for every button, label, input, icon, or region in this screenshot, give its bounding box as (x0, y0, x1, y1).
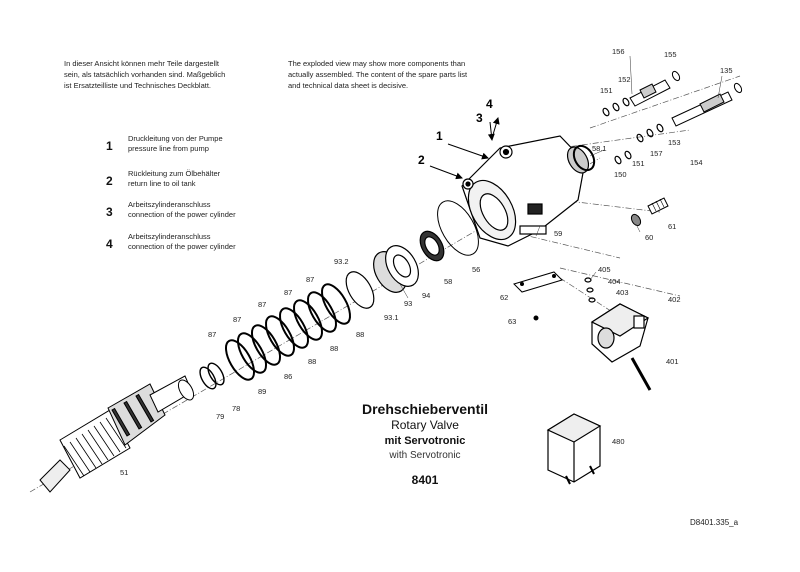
part-label: 58 (444, 277, 452, 286)
note-english: The exploded view may show more componen… (288, 58, 467, 91)
input-shaft-pinion (39, 375, 195, 493)
bearing-93 (345, 230, 445, 309)
subtitle-german: mit Servotronic (384, 435, 466, 447)
part-label: 87 (284, 288, 292, 297)
part-label: 404 (608, 277, 621, 286)
part-label: 88 (356, 330, 364, 339)
note-de-line-1: In dieser Ansicht können mehr Teile darg… (64, 59, 219, 68)
part-label: 405 (598, 265, 611, 274)
part-label: 56 (472, 265, 480, 274)
arrow-label-4: 4 (486, 97, 493, 111)
part-label: 154 (690, 158, 703, 167)
part-label: 156 (612, 47, 625, 56)
part-label: 62 (500, 293, 508, 302)
part-label: 88 (330, 344, 338, 353)
note-en-line-1: The exploded view may show more componen… (288, 59, 466, 68)
arrow-label-3: 3 (476, 111, 483, 125)
part-label: 59 (554, 229, 562, 238)
servotronic-valve-402 (590, 303, 650, 363)
part-label: 155 (664, 50, 677, 59)
legend-text-de: Rückleitung zum Ölbehälter (128, 169, 221, 178)
part-label: 93 (404, 299, 412, 308)
part-label: 51 (120, 468, 128, 477)
title-english: Rotary Valve (391, 418, 459, 432)
part-label: 151 (600, 86, 613, 95)
part-label: 63 (508, 317, 516, 326)
part-label: 402 (668, 295, 681, 304)
legend-text-de: Druckleitung von der Pumpe (128, 134, 223, 143)
part-label: 93.2 (334, 257, 349, 266)
arrow-2 (429, 165, 463, 180)
part-label: 87 (208, 330, 216, 339)
screw-61 (630, 197, 669, 227)
subtitle-english: with Servotronic (389, 450, 461, 461)
legend-text-de: Arbeitszylinderanschluss (128, 232, 211, 241)
part-label: 93.1 (384, 313, 399, 322)
part-label: 480 (612, 437, 625, 446)
connector-480 (546, 413, 602, 485)
drawing-code: D8401.335_a (690, 518, 739, 527)
note-en-line-2: actually assembled. The content of the s… (288, 70, 468, 79)
note-de-line-3: ist Ersatzteilliste und Technisches Deck… (64, 81, 212, 90)
small-rings-403-405 (584, 277, 596, 303)
valve-spool-135 (671, 82, 743, 127)
arrow-label-1: 1 (436, 129, 443, 143)
part-label: 151 (632, 159, 645, 168)
o-ring-58-1 (572, 144, 596, 172)
part-labels: 156 155 152 151 135 58.1 153 157 154 151… (120, 47, 733, 477)
part-label: 88 (308, 357, 316, 366)
arrow-1 (447, 143, 489, 160)
part-label: 86 (284, 372, 292, 381)
legend-text-en: return line to oil tank (128, 179, 196, 188)
part-label: 152 (618, 75, 631, 84)
legend-number: 3 (106, 205, 113, 219)
legend-text-en: connection of the power cylinder (128, 242, 236, 251)
cover-plate-62 (513, 271, 563, 321)
part-label: 157 (650, 149, 663, 158)
o-ring-56 (437, 200, 479, 256)
small-rings-153-157 (614, 123, 664, 165)
part-label: 87 (258, 300, 266, 309)
piston-pin-152 (629, 70, 681, 107)
part-label: 94 (422, 291, 430, 300)
part-label: 153 (668, 138, 681, 147)
part-label: 87 (233, 315, 241, 324)
part-label: 401 (666, 357, 679, 366)
legend-text-en: connection of the power cylinder (128, 210, 236, 219)
legend-number: 2 (106, 174, 113, 188)
part-label: 61 (668, 222, 676, 231)
small-rings-151 (602, 97, 630, 117)
note-german: In dieser Ansicht können mehr Teile darg… (64, 58, 225, 91)
part-label: 60 (645, 233, 653, 242)
valve-housing (461, 135, 590, 247)
group-number: 8401 (411, 473, 439, 487)
arrow-3 (487, 121, 495, 141)
seal-rings-78-79 (199, 362, 225, 390)
part-label: 58.1 (592, 144, 607, 153)
note-en-line-3: and technical data sheet is decisive. (288, 81, 409, 90)
note-de-line-2: sein, als tatsächlich vorhanden sind. Ma… (64, 70, 226, 79)
part-label: 403 (616, 288, 629, 297)
legend-number: 4 (106, 237, 113, 251)
ring-stack (225, 283, 351, 381)
part-label: 150 (614, 170, 627, 179)
title-german: Drehschieberventil (361, 401, 489, 417)
legend-text-en: pressure line from pump (128, 144, 209, 153)
legend-number: 1 (106, 139, 113, 153)
leader-lines (399, 55, 723, 299)
part-label: 87 (306, 275, 314, 284)
arrow-label-2: 2 (418, 153, 425, 167)
screw-401 (630, 357, 652, 391)
part-label: 79 (216, 412, 224, 421)
arrow-4 (491, 117, 500, 139)
flow-arrows (429, 117, 500, 180)
part-label: 89 (258, 387, 266, 396)
part-label: 78 (232, 404, 240, 413)
part-label: 135 (720, 66, 733, 75)
legend-text-de: Arbeitszylinderanschluss (128, 200, 211, 209)
